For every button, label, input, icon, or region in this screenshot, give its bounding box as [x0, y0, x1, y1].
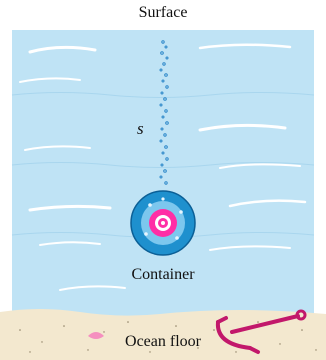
depth-label: s	[137, 119, 144, 139]
water-body	[12, 30, 314, 330]
round-container-icon	[131, 191, 195, 255]
surface-label: Surface	[0, 4, 326, 22]
container-label: Container	[0, 266, 326, 284]
ocean-floor-label: Ocean floor	[0, 333, 326, 351]
